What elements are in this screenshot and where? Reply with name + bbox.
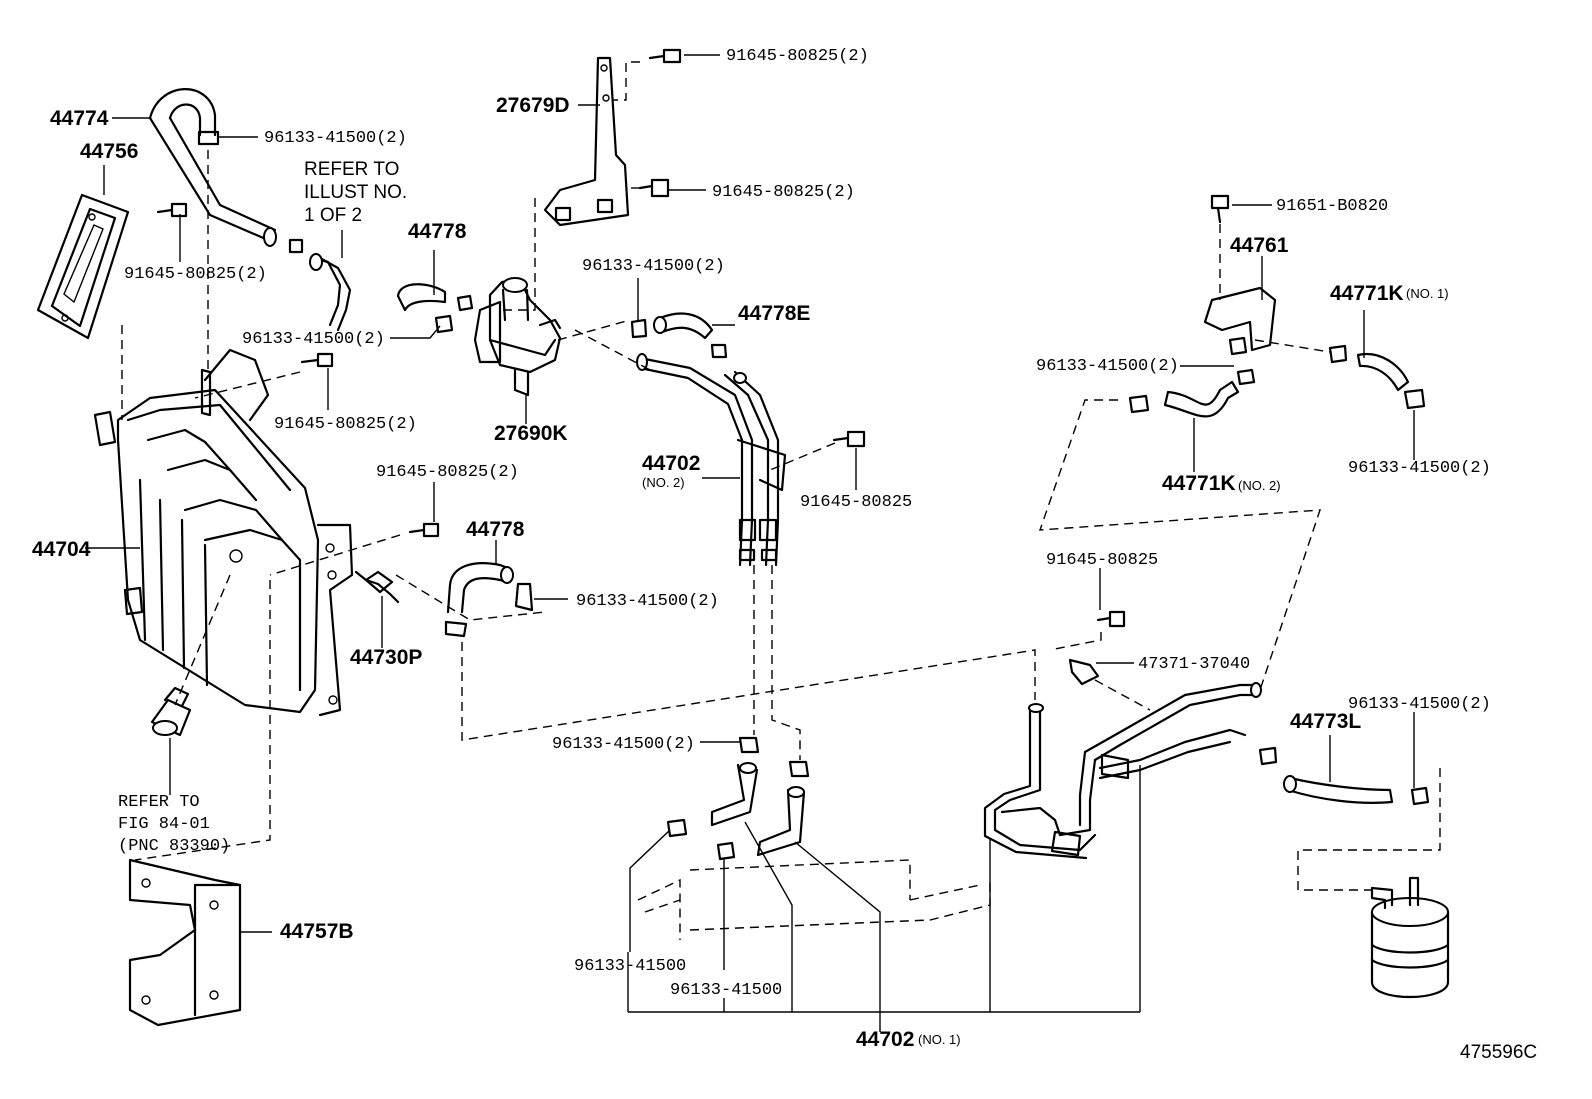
valve-44730P: [354, 570, 400, 604]
label-refer-illust-3: 1 OF 2: [304, 205, 362, 226]
clip-47371: [1068, 658, 1100, 686]
label-refer-illust-2: ILLUST NO.: [304, 182, 407, 203]
label-44757B: 44757B: [280, 920, 354, 943]
label-27679D: 27679D: [496, 94, 570, 117]
label-44771K-no1: 44771K: [1330, 282, 1404, 305]
label-96133-b: 96133-41500(2): [576, 592, 719, 611]
label-44702-no1-sub: (NO. 1): [918, 1032, 961, 1047]
label-91651: 91651-B0820: [1276, 197, 1388, 216]
leader-lines: [85, 54, 1415, 1032]
hose-44771K-no2: [1128, 368, 1256, 418]
part-labels: 44774 44756 96133-41500(2) REFER TO ILLU…: [32, 47, 1537, 1063]
label-44756: 44756: [80, 140, 138, 163]
canister: [1370, 876, 1450, 998]
label-91645-top1: 91645-80825(2): [726, 47, 869, 66]
hose-44778E: [630, 312, 728, 359]
label-91645-single-a: 91645-80825: [800, 493, 912, 512]
bolt-27679D-mid: [638, 178, 670, 198]
label-91645-single-b: 91645-80825: [1046, 551, 1158, 570]
label-96133-valve: 96133-41500(2): [242, 330, 385, 349]
bolt-27679D-top: [648, 48, 682, 64]
label-91645-top2: 91645-80825(2): [712, 183, 855, 202]
label-refer-fig-1: REFER TO: [118, 793, 200, 812]
dashed-guides: [121, 61, 1441, 940]
clamp-44774: [288, 238, 304, 254]
label-refer-fig-3: (PNC 83390): [118, 837, 230, 856]
label-44771K-no2-sub: (NO. 2): [1238, 478, 1281, 493]
lower-center-hoses: [666, 736, 810, 861]
hose-44778-lower: [444, 562, 534, 638]
label-96133-right: 96133-41500(2): [1036, 357, 1179, 376]
label-44774: 44774: [50, 107, 109, 130]
label-91645-mid2: 91645-80825(2): [376, 463, 519, 482]
label-44761: 44761: [1230, 234, 1289, 257]
label-96133-single-b: 96133-41500: [670, 981, 782, 1000]
hose-refer-illust: [309, 253, 352, 332]
pad-44756: [36, 193, 130, 340]
bolt-44702: [832, 430, 866, 448]
label-44702-no1: 44702: [856, 1028, 914, 1051]
label-44704: 44704: [32, 538, 91, 561]
tank-44704: [93, 348, 354, 717]
label-96133-top: 96133-41500(2): [264, 129, 407, 148]
label-91645-tank: 91645-80825(2): [274, 415, 417, 434]
bracket-44757B: [128, 858, 242, 1027]
bracket-44761: [1203, 286, 1277, 356]
label-96133-right2: 96133-41500(2): [1348, 459, 1491, 478]
label-44771K-no1-sub: (NO. 1): [1406, 286, 1449, 301]
label-44773L: 44773L: [1290, 710, 1361, 733]
label-96133-lower: 96133-41500(2): [552, 735, 695, 754]
bolt-91651: [1210, 194, 1230, 224]
label-refer-illust-1: REFER TO: [304, 159, 399, 180]
label-refer-fig-2: FIG 84-01: [118, 815, 210, 834]
label-27690K: 27690K: [494, 422, 568, 445]
label-44778-b: 44778: [466, 518, 525, 541]
valve-27690K: [473, 277, 562, 397]
label-96133-single-a: 96133-41500: [574, 957, 686, 976]
vacuum-switch: [150, 686, 192, 737]
label-96133-mid: 96133-41500(2): [582, 257, 725, 276]
hose-44774: [148, 88, 277, 247]
label-44771K-no2: 44771K: [1162, 472, 1236, 495]
pipe-44702-no2: [636, 353, 787, 567]
label-44730P: 44730P: [350, 646, 422, 669]
hose-44778-upper: [396, 283, 474, 334]
hose-44773L: [1258, 746, 1430, 806]
bolt-tank: [300, 352, 334, 368]
bolt-left: [156, 202, 188, 218]
bolt-right-mid: [1096, 610, 1126, 628]
bolt-mid: [408, 522, 440, 538]
bracket-27679D: [543, 56, 630, 227]
label-96133-far-right: 96133-41500(2): [1348, 695, 1491, 714]
label-47371: 47371-37040: [1138, 655, 1250, 674]
diagram-id: 475596C: [1460, 1042, 1537, 1063]
label-44778-a: 44778: [408, 220, 467, 243]
label-44702-no2: 44702: [642, 452, 700, 475]
hose-44771K-no1: [1328, 344, 1426, 410]
label-91645-left: 91645-80825(2): [124, 265, 267, 284]
label-44702-no2-sub: (NO. 2): [642, 475, 685, 490]
pipe-44702-no1: [983, 682, 1262, 860]
label-44778E: 44778E: [738, 302, 810, 325]
